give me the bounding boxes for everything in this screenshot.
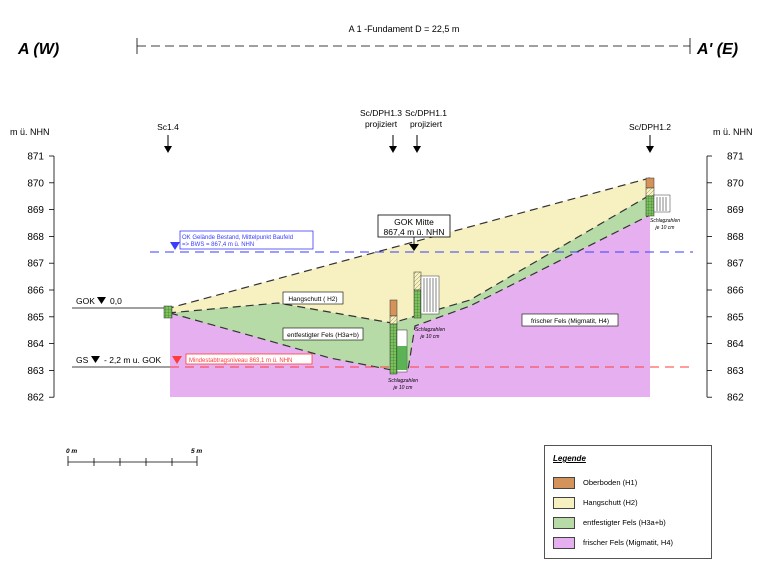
legend-item-entfestigter: entfestigter Fels (H3a+b) (553, 517, 703, 529)
axis-tick-label: 866 (27, 286, 44, 297)
legend-item-label: Oberboden (H1) (583, 478, 638, 487)
borehole-dph11-sublabel: projiziert (410, 119, 443, 129)
axis-tick-label: 864 (727, 339, 744, 350)
legend-item-frischer: frischer Fels (Migmatit, H4) (553, 537, 703, 549)
axis-tick-label: 871 (27, 152, 44, 163)
schlag-note-dph11: Schlagzahlen (415, 327, 445, 333)
scale-bar-end: 5 m (191, 448, 202, 455)
legend-swatch (553, 477, 575, 489)
hangschutt-label: Hangschutt ( H2) (288, 296, 337, 303)
axis-tick-label: 866 (727, 286, 744, 297)
section-right-label: A' (E) (696, 41, 738, 58)
borehole-dph13-label: Sc/DPH1.3 (360, 108, 402, 118)
legend-item-label: entfestigter Fels (H3a+b) (583, 518, 666, 527)
schlag-note-dph13-sub: je 10 cm (393, 385, 413, 391)
left-axis-unit: m ü. NHN (10, 127, 50, 137)
axis-tick-label: 862 (27, 393, 44, 404)
axis-tick-label: 865 (27, 312, 44, 323)
gok-mitte-box: GOK Mitte 867,4 m ü. NHN (377, 214, 451, 251)
gs-left-label: GS (76, 355, 89, 365)
gok-mitte-value: 867,4 m ü. NHN (384, 227, 445, 237)
bws-text-1: OK Gelände Bestand, Mittelpunkt Baufeld (182, 235, 293, 241)
left-elevation-axis: 871 870 869 868 867 866 865 864 863 862 (27, 152, 55, 404)
frischer-fels-area (170, 215, 650, 397)
gs-left-value: - 2,2 m u. GOK (104, 355, 161, 365)
bws-text-2: => BWS = 867,4 m ü. NHN (182, 242, 254, 248)
scale-bar: 0 m 5 m (66, 448, 202, 466)
hangschutt-label-box: Hangschutt ( H2) (282, 291, 344, 305)
entfestigter-label: entfestigter Fels (H3a+b) (287, 332, 359, 339)
borehole-sc14-column (163, 305, 173, 319)
borehole-sc14-arrow (164, 135, 172, 153)
schlag-note-dph12: Schlagzahlen (650, 218, 680, 224)
mindest-marker (172, 356, 182, 364)
borehole-dph11-label: Sc/DPH1.1 (405, 108, 447, 118)
axis-tick-label: 867 (727, 259, 744, 270)
axis-tick-label: 863 (727, 366, 744, 377)
borehole-dph12-label: Sc/DPH1.2 (629, 122, 671, 132)
frischer-label-box: frischer Fels (Migmatit, H4) (521, 313, 619, 327)
legend: Legende Oberboden (H1) Hangschutt (H2) e… (544, 445, 712, 559)
axis-tick-label: 864 (27, 339, 44, 350)
section-title: A 1 -Fundament D = 22,5 m (349, 24, 460, 34)
axis-tick-label: 868 (727, 232, 744, 243)
scale-bar-start: 0 m (66, 448, 77, 455)
legend-item-label: Hangschutt (H2) (583, 498, 638, 507)
legend-item-hangschutt: Hangschutt (H2) (553, 497, 703, 509)
borehole-sc14-label: Sc1.4 (157, 122, 179, 132)
schlag-note-dph13: Schlagzahlen (388, 378, 418, 384)
axis-tick-label: 868 (27, 232, 44, 243)
dimension-line (136, 38, 691, 54)
axis-tick-label: 869 (727, 205, 744, 216)
borehole-dph13-column (389, 299, 408, 375)
borehole-dph13-arrow (389, 135, 397, 153)
mindest-box: Mindestabtragsniveau 863,1 m ü. NHN (172, 353, 313, 365)
gok-left-label: GOK (76, 296, 95, 306)
borehole-dph11-column (413, 271, 440, 319)
right-elevation-axis: 871 870 869 868 867 866 865 864 863 862 (706, 152, 744, 404)
borehole-dph12-column (645, 177, 671, 217)
mindest-text: Mindestabtragsniveau 863,1 m ü. NHN (189, 358, 292, 364)
gok-left-value: 0,0 (110, 296, 122, 306)
section-left-label: A (W) (17, 41, 59, 58)
axis-tick-label: 867 (27, 259, 44, 270)
borehole-dph12-arrow (646, 135, 654, 153)
entfestigter-fels-area (168, 195, 650, 370)
axis-tick-label: 862 (727, 393, 744, 404)
bws-box: OK Gelände Bestand, Mittelpunkt Baufeld … (170, 230, 314, 250)
schlag-note-dph12-sub: je 10 cm (655, 225, 675, 231)
right-axis-unit: m ü. NHN (713, 127, 753, 137)
gs-left-marker (91, 356, 100, 363)
axis-tick-label: 865 (727, 312, 744, 323)
legend-title: Legende (553, 454, 586, 463)
axis-tick-label: 870 (727, 178, 744, 189)
gok-left-marker (97, 297, 106, 304)
axis-tick-label: 871 (727, 152, 744, 163)
gok-mitte-title: GOK Mitte (394, 217, 434, 227)
legend-swatch (553, 517, 575, 529)
schlag-note-dph11-sub: je 10 cm (420, 334, 440, 340)
borehole-dph11-arrow (413, 135, 421, 153)
entfestigter-label-box: entfestigter Fels (H3a+b) (282, 327, 364, 341)
legend-swatch (553, 497, 575, 509)
axis-tick-label: 863 (27, 366, 44, 377)
legend-swatch (553, 537, 575, 549)
bws-marker (170, 242, 180, 250)
legend-item-label: frischer Fels (Migmatit, H4) (583, 538, 674, 547)
axis-tick-label: 869 (27, 205, 44, 216)
frischer-label: frischer Fels (Migmatit, H4) (531, 318, 609, 325)
hangschutt-area (166, 178, 650, 323)
axis-tick-label: 870 (27, 178, 44, 189)
borehole-dph13-sublabel: projiziert (365, 119, 398, 129)
legend-item-oberboden: Oberboden (H1) (553, 477, 703, 489)
